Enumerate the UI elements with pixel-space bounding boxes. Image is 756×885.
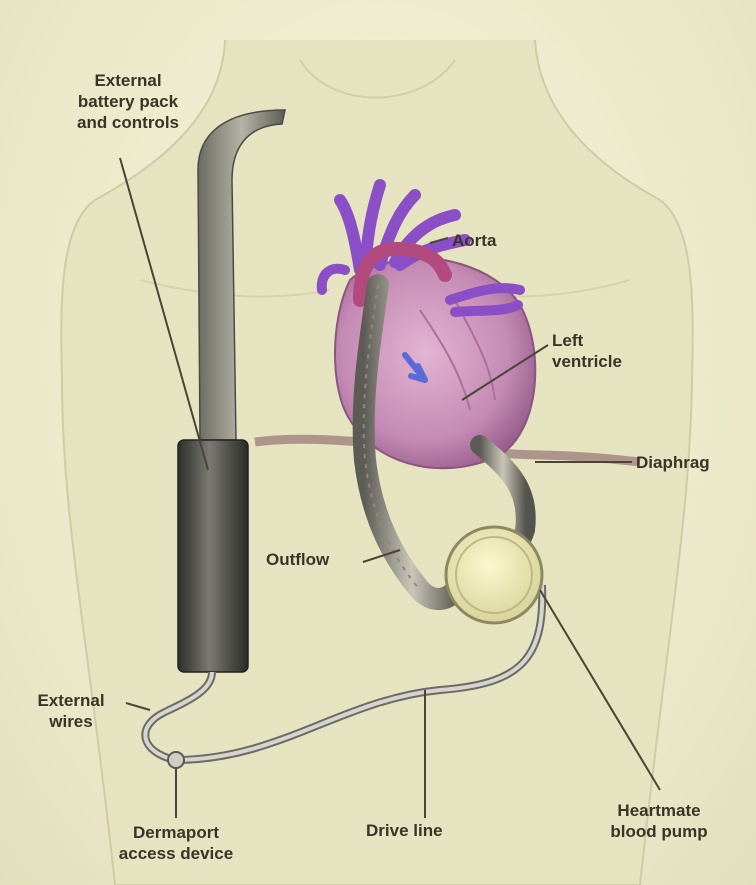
heartmate-pump — [446, 527, 542, 623]
label-drive-line: Drive line — [366, 820, 443, 841]
label-external-wires: External wires — [16, 690, 126, 732]
label-outflow: Outflow — [266, 549, 329, 570]
label-heartmate: Heartmate blood pump — [584, 800, 734, 842]
dermaport-device — [168, 752, 184, 768]
label-dermaport: Dermaport access device — [86, 822, 266, 864]
label-left-ventricle: Left ventricle — [552, 330, 622, 372]
label-battery: External battery pack and controls — [44, 70, 212, 133]
label-diaphragm: Diaphrag — [636, 452, 710, 473]
label-aorta: Aorta — [452, 230, 496, 251]
battery-pack — [178, 440, 248, 672]
